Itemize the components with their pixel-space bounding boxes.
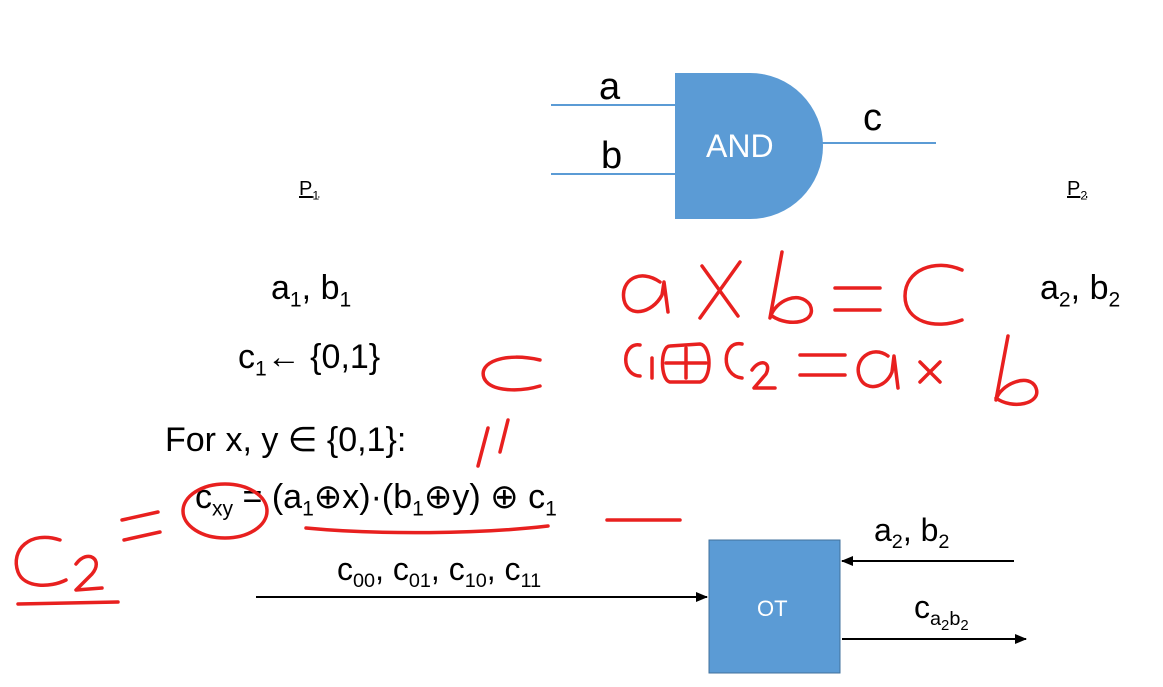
gate-input-b-label: b: [601, 135, 623, 177]
annotation-c-mark: [481, 355, 542, 392]
loop-header: For x, y ∈ {0,1}:: [165, 421, 407, 459]
cxy-equation: cxy = (a1⊕x)·(b1⊕y) ⊕ c1: [195, 478, 557, 521]
ot-receiver-choice-label: a2, b2: [874, 512, 950, 553]
ot-sender-messages: c00, c01, c10, c11: [337, 551, 542, 592]
ot-box-label: OT: [757, 596, 788, 621]
annotation-c2-equals: [14, 510, 162, 606]
annotation-underline-product: [304, 524, 550, 535]
ot-box: [708, 539, 841, 674]
gate-output-c-label: c: [863, 97, 882, 139]
and-gate-body: [675, 73, 823, 219]
ot-output-label: ca2b2: [914, 589, 969, 635]
p1-inputs: a1, b1: [271, 269, 352, 312]
annotation-a-times-b-equals-c: [621, 250, 964, 326]
p2-inputs: a2, b2: [1040, 269, 1121, 312]
annotation-c1-xor-c2-equals-a-times-b: [624, 334, 1039, 407]
annotation-slash-mark: [476, 418, 510, 468]
annotation-circle-cxy: [181, 482, 269, 540]
party-p2-label: P2: [1067, 178, 1088, 203]
party-p1-label: P1: [299, 178, 320, 203]
and-gate-label: AND: [706, 128, 774, 164]
c1-random-assignment: c1← {0,1}: [238, 338, 381, 381]
gate-input-a-label: a: [599, 66, 621, 108]
